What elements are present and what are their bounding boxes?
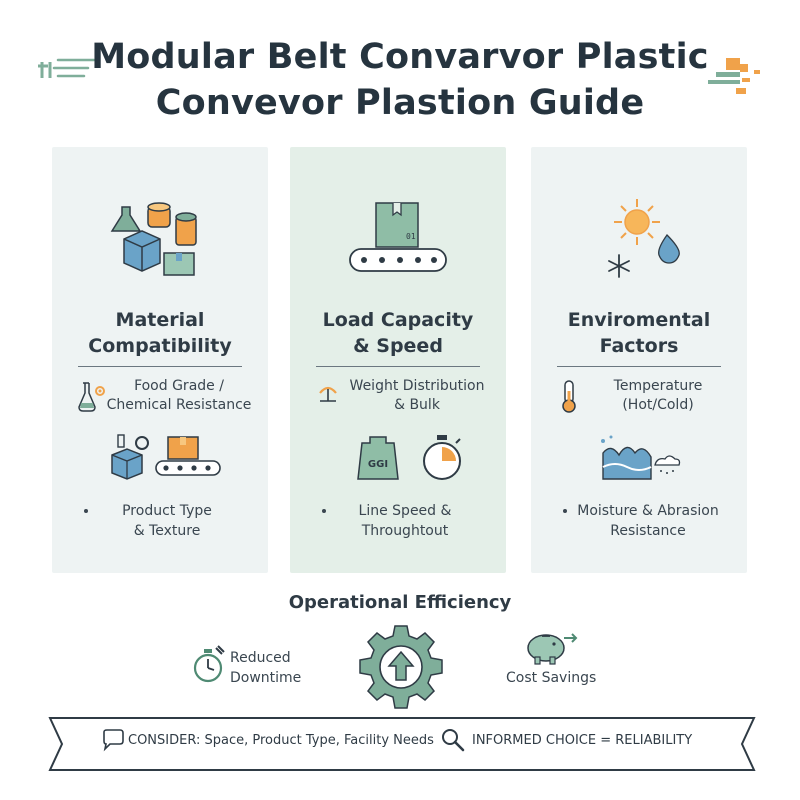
svg-text:01: 01 [406, 232, 416, 241]
bullet-dot [322, 509, 326, 513]
divider [557, 366, 721, 367]
piggy-bank-icon [527, 633, 578, 665]
balance-icon [319, 386, 337, 402]
consider-text: CONSIDER: Space, Product Type, Facility … [128, 733, 434, 748]
magnifier-icon [442, 729, 465, 752]
moisture-label: Moisture & Abrasion Resistance [577, 503, 719, 539]
divider [316, 366, 480, 367]
cost-savings-label: Cost Savings [506, 670, 597, 686]
material-compatibility-panel: Material Compatibility Food Grade / Chem… [52, 147, 268, 573]
load-capacity-panel: 01 Load Capacity & Speed Weight Distribu… [290, 147, 506, 573]
product-conveyor-icon [111, 434, 221, 480]
panel-title: Enviromental Factors [567, 309, 711, 357]
bullet-dot [84, 509, 88, 513]
water-splash-icon [601, 435, 681, 480]
bullet-dot [563, 509, 567, 513]
weather-icon [608, 199, 680, 278]
temperature-label: Temperature (Hot/Cold) [613, 378, 703, 413]
banner-ribbon [48, 717, 756, 771]
environmental-factors-panel: Enviromental Factors Temperature (Hot/Co… [531, 147, 747, 573]
conveyor-box-icon: 01 [349, 202, 447, 272]
food-grade-label: Food Grade / Chemical Resistance [106, 378, 252, 413]
panel-title: Material Compatibility [88, 309, 232, 357]
flask-gear-icon [78, 382, 105, 412]
informed-choice-text: INFORMED CHOICE = RELIABILITY [472, 733, 693, 748]
efficiency-title: Operational Efficiency [288, 592, 512, 613]
panel-title: Load Capacity & Speed [322, 309, 474, 357]
product-type-label: Product Type & Texture [122, 503, 212, 539]
speed-lines-icon [38, 58, 96, 78]
speech-bubble-icon [103, 729, 124, 752]
materials-icon [110, 202, 197, 276]
thermometer-icon [562, 380, 576, 413]
pixel-accent-icon [708, 58, 760, 94]
reduced-downtime-label: Reduced Downtime [230, 650, 302, 686]
scale-stopwatch-icon: GGI [357, 435, 461, 480]
gear-arrow-icon [359, 625, 443, 709]
divider [78, 366, 242, 367]
line-speed-label: Line Speed & Throughtout [358, 503, 452, 539]
page-title: Modular Belt Convarvor Plastic Convevor … [91, 37, 709, 123]
stopwatch-wrench-icon [193, 645, 225, 683]
svg-text:GGI: GGI [368, 459, 388, 470]
weight-distribution-label: Weight Distribution & Bulk [349, 378, 485, 413]
